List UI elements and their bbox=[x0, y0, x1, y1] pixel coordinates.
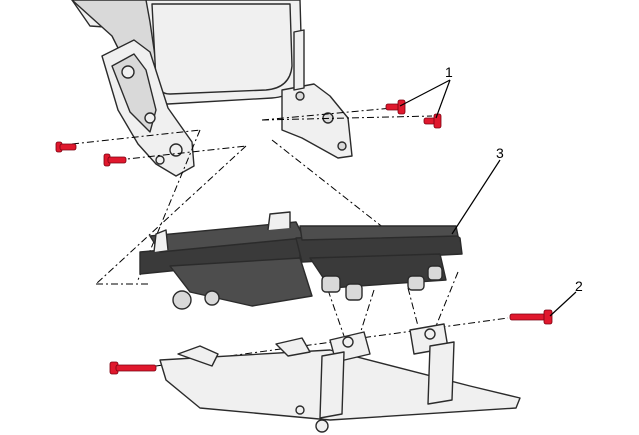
callout-label-1: 1 bbox=[445, 64, 453, 80]
bolt-left-1 bbox=[55, 141, 77, 153]
callout-label-2: 2 bbox=[575, 278, 583, 294]
bolt-rear-left bbox=[109, 361, 157, 375]
bolt-left-2 bbox=[103, 153, 127, 167]
leader-lines bbox=[399, 79, 577, 317]
seat-cushion bbox=[71, 0, 303, 105]
floor-riser-bracket bbox=[159, 323, 521, 433]
seat-adjuster-frame bbox=[139, 211, 463, 310]
callout-label-3: 3 bbox=[496, 145, 504, 161]
bolt-front-upper-1 bbox=[385, 99, 406, 115]
bolt-front-upper-2 bbox=[423, 113, 442, 129]
left-seat-bracket bbox=[101, 39, 195, 177]
bolt-rear-right bbox=[509, 309, 553, 325]
